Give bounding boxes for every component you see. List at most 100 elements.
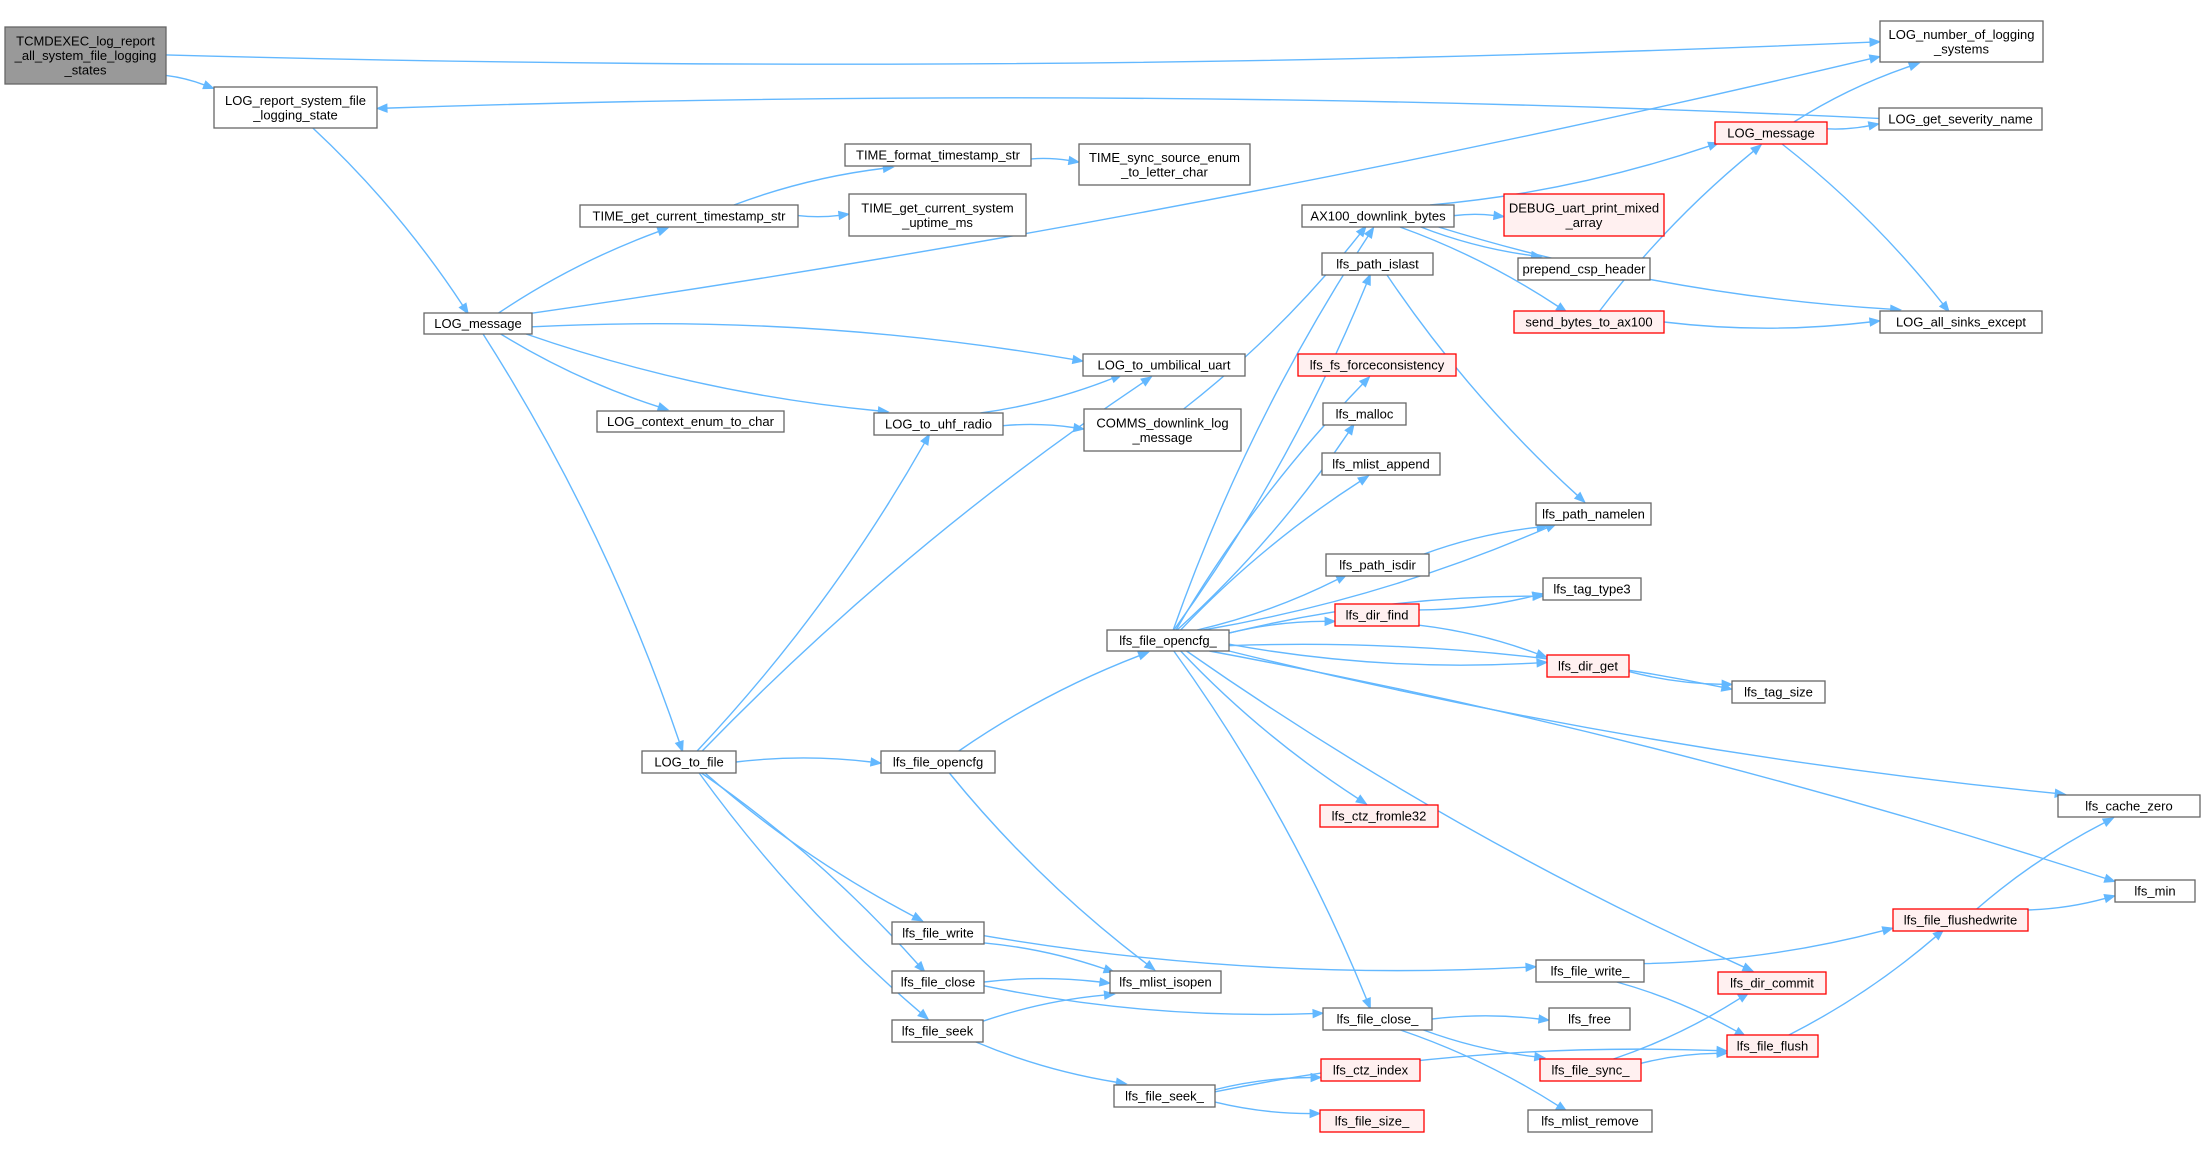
node-log-message-a[interactable]: LOG_message xyxy=(423,312,533,335)
node-box[interactable] xyxy=(1322,402,1407,426)
node-time-sync-src[interactable]: TIME_sync_source_enum_to_letter_char xyxy=(1078,143,1251,186)
node-lfs-file-close-[interactable]: lfs_file_close_ xyxy=(1322,1007,1433,1031)
node-lfs-file-flush[interactable]: lfs_file_flush xyxy=(1726,1034,1819,1058)
node-box[interactable] xyxy=(2114,879,2196,903)
node-box[interactable] xyxy=(1319,804,1439,828)
node-box[interactable] xyxy=(1083,408,1242,452)
node-box[interactable] xyxy=(1535,502,1652,526)
node-time-uptime[interactable]: TIME_get_current_system_uptime_ms xyxy=(848,193,1027,237)
node-box[interactable] xyxy=(1717,971,1827,995)
node-box[interactable] xyxy=(4,26,167,85)
node-lfs-dir-find[interactable]: lfs_dir_find xyxy=(1334,603,1420,627)
node-box[interactable] xyxy=(873,412,1004,436)
node-lfs-file-opencfg-[interactable]: lfs_file_opencfg_ xyxy=(1106,629,1230,652)
node-box[interactable] xyxy=(1546,654,1630,678)
node-box[interactable] xyxy=(423,312,533,335)
node-box[interactable] xyxy=(844,143,1032,167)
node-log-num-sys[interactable]: LOG_number_of_logging_systems xyxy=(1879,20,2044,63)
node-log-all-sinks[interactable]: LOG_all_sinks_except xyxy=(1879,310,2043,334)
node-log-sev-name[interactable]: LOG_get_severity_name xyxy=(1878,107,2043,131)
node-lfs-mlist-isopen[interactable]: lfs_mlist_isopen xyxy=(1109,970,1222,994)
node-box[interactable] xyxy=(880,750,996,774)
node-lfs-file-write[interactable]: lfs_file_write xyxy=(891,921,985,945)
node-box[interactable] xyxy=(891,970,985,994)
node-lfs-file-write-[interactable]: lfs_file_write_ xyxy=(1535,959,1645,983)
node-box[interactable] xyxy=(1319,1109,1425,1133)
node-log-to-uhf[interactable]: LOG_to_uhf_radio xyxy=(873,412,1004,436)
node-box[interactable] xyxy=(1078,143,1251,186)
node-comms-dl-log[interactable]: COMMS_downlink_log_message xyxy=(1083,408,1242,452)
node-box[interactable] xyxy=(1503,193,1665,237)
node-ax100-dl[interactable]: AX100_downlink_bytes xyxy=(1301,204,1455,228)
node-box[interactable] xyxy=(1731,680,1826,704)
node-lfs-mlist-append[interactable]: lfs_mlist_append xyxy=(1321,452,1441,476)
node-lfs-path-islast[interactable]: lfs_path_islast xyxy=(1321,252,1434,276)
node-lfs-tag-size[interactable]: lfs_tag_size xyxy=(1731,680,1826,704)
node-time-get-ts[interactable]: TIME_get_current_timestamp_str xyxy=(579,204,799,228)
node-box[interactable] xyxy=(1113,1084,1216,1108)
node-box[interactable] xyxy=(1334,603,1420,627)
node-log-report-sys[interactable]: LOG_report_system_file_logging_state xyxy=(213,86,378,129)
node-time-format-ts[interactable]: TIME_format_timestamp_str xyxy=(844,143,1032,167)
node-box[interactable] xyxy=(1548,1007,1631,1031)
node-box[interactable] xyxy=(1879,20,2044,63)
node-lfs-malloc[interactable]: lfs_malloc xyxy=(1322,402,1407,426)
node-log-message-b[interactable]: LOG_message xyxy=(1714,121,1828,145)
node-box[interactable] xyxy=(1297,353,1457,377)
node-box[interactable] xyxy=(1513,310,1665,334)
node-lfs-file-seek[interactable]: lfs_file_seek xyxy=(891,1019,984,1043)
node-lfs-path-namelen[interactable]: lfs_path_namelen xyxy=(1535,502,1652,526)
node-debug-uart[interactable]: DEBUG_uart_print_mixed_array xyxy=(1503,193,1665,237)
node-lfs-tag-type3[interactable]: lfs_tag_type3 xyxy=(1542,577,1642,601)
node-box[interactable] xyxy=(1320,1058,1421,1082)
node-box[interactable] xyxy=(1878,107,2043,131)
node-lfs-ctz-fromle32[interactable]: lfs_ctz_fromle32 xyxy=(1319,804,1439,828)
node-lfs-dir-get[interactable]: lfs_dir_get xyxy=(1546,654,1630,678)
node-send-bytes[interactable]: send_bytes_to_ax100 xyxy=(1513,310,1665,334)
node-box[interactable] xyxy=(213,86,378,129)
node-box[interactable] xyxy=(1322,1007,1433,1031)
node-lfs-file-sync-[interactable]: lfs_file_sync_ xyxy=(1539,1058,1642,1082)
node-log-ctx-enum[interactable]: LOG_context_enum_to_char xyxy=(596,410,785,433)
node-box[interactable] xyxy=(1517,257,1651,281)
node-lfs-fs-forcecons[interactable]: lfs_fs_forceconsistency xyxy=(1297,353,1457,377)
node-box[interactable] xyxy=(1106,629,1230,652)
node-box[interactable] xyxy=(1082,353,1246,377)
node-box[interactable] xyxy=(1325,553,1430,577)
node-box[interactable] xyxy=(1542,577,1642,601)
node-box[interactable] xyxy=(848,193,1027,237)
node-box[interactable] xyxy=(641,750,737,774)
node-box[interactable] xyxy=(1726,1034,1819,1058)
node-lfs-path-isdir[interactable]: lfs_path_isdir xyxy=(1325,553,1430,577)
node-box[interactable] xyxy=(596,410,785,433)
node-box[interactable] xyxy=(1109,970,1222,994)
node-box[interactable] xyxy=(891,921,985,945)
node-box[interactable] xyxy=(579,204,799,228)
node-lfs-mlist-remove[interactable]: lfs_mlist_remove xyxy=(1527,1109,1653,1133)
node-lfs-cache-zero[interactable]: lfs_cache_zero xyxy=(2057,794,2201,818)
node-lfs-file-flushedwrite[interactable]: lfs_file_flushedwrite xyxy=(1892,908,2029,932)
node-box[interactable] xyxy=(1527,1109,1653,1133)
node-lfs-dir-commit[interactable]: lfs_dir_commit xyxy=(1717,971,1827,995)
node-lfs-file-seek-[interactable]: lfs_file_seek_ xyxy=(1113,1084,1216,1108)
node-log-to-file[interactable]: LOG_to_file xyxy=(641,750,737,774)
node-log-to-umb[interactable]: LOG_to_umbilical_uart xyxy=(1082,353,1246,377)
node-box[interactable] xyxy=(891,1019,984,1043)
node-lfs-ctz-index[interactable]: lfs_ctz_index xyxy=(1320,1058,1421,1082)
node-prepend-csp[interactable]: prepend_csp_header xyxy=(1517,257,1651,281)
node-box[interactable] xyxy=(1714,121,1828,145)
node-lfs-min[interactable]: lfs_min xyxy=(2114,879,2196,903)
node-lfs-free[interactable]: lfs_free xyxy=(1548,1007,1631,1031)
node-box[interactable] xyxy=(1539,1058,1642,1082)
node-lfs-file-size-[interactable]: lfs_file_size_ xyxy=(1319,1109,1425,1133)
node-box[interactable] xyxy=(1301,204,1455,228)
node-box[interactable] xyxy=(1879,310,2043,334)
node-lfs-file-opencfg[interactable]: lfs_file_opencfg xyxy=(880,750,996,774)
node-box[interactable] xyxy=(1892,908,2029,932)
node-box[interactable] xyxy=(2057,794,2201,818)
node-box[interactable] xyxy=(1321,452,1441,476)
node-lfs-file-close[interactable]: lfs_file_close xyxy=(891,970,985,994)
node-box[interactable] xyxy=(1535,959,1645,983)
node-tcmdexec[interactable]: TCMDEXEC_log_report_all_system_file_logg… xyxy=(4,26,167,85)
node-box[interactable] xyxy=(1321,252,1434,276)
